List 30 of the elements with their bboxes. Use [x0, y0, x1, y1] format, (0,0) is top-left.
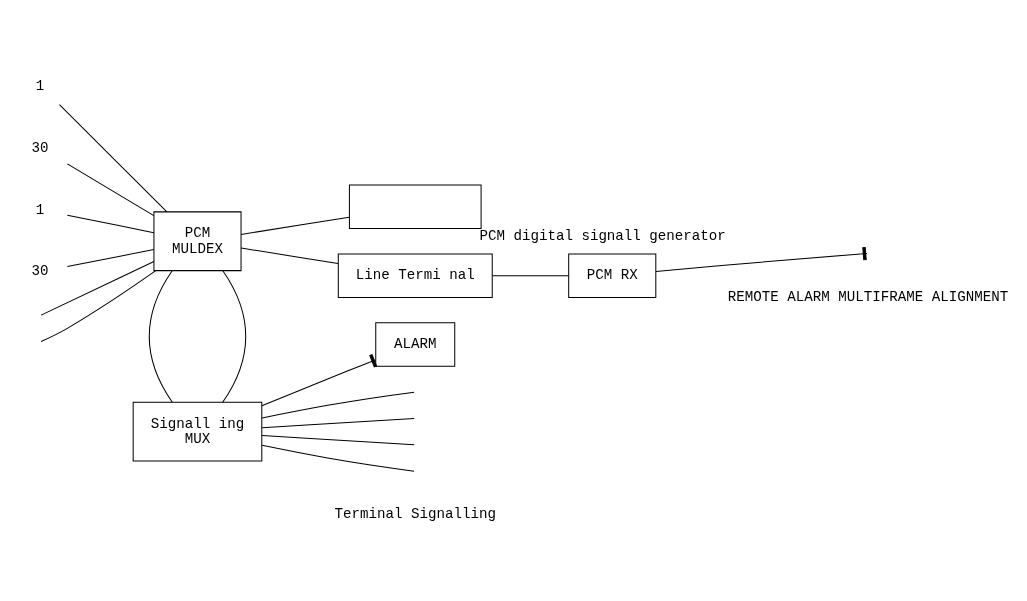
node-box: ALARM: [375, 322, 456, 367]
connector: [261, 391, 415, 419]
connector: [222, 270, 247, 403]
node-text: 30: [31, 263, 49, 280]
node-box: Signall ing MUX: [132, 401, 263, 462]
connector: [66, 214, 155, 234]
node-box: PCM RX: [568, 253, 657, 298]
connector: [261, 418, 415, 429]
connector: [148, 270, 173, 403]
node-box: PCM MULDEX: [153, 211, 242, 272]
connector: [261, 354, 378, 407]
node-text: 1: [35, 201, 45, 218]
connector: [66, 163, 155, 217]
connector: [240, 216, 350, 235]
node-text: 1: [35, 78, 45, 95]
connector: [40, 261, 155, 316]
node-label: PCM digital signall generator: [479, 227, 726, 244]
connector: [261, 435, 415, 446]
node-text: 30: [31, 139, 49, 156]
label: REMOTE ALARM MULTIFRAME ALIGNMENT: [727, 288, 1009, 305]
node-box: [348, 184, 482, 230]
label: Terminal Signalling: [334, 506, 496, 523]
connector: [58, 104, 168, 213]
connector: [491, 275, 570, 277]
node-box: Line Termi nal: [337, 253, 493, 298]
connector: [66, 249, 155, 267]
connector: [240, 247, 339, 265]
connector: [261, 444, 415, 472]
connector: [655, 252, 868, 273]
connector: [40, 270, 157, 342]
